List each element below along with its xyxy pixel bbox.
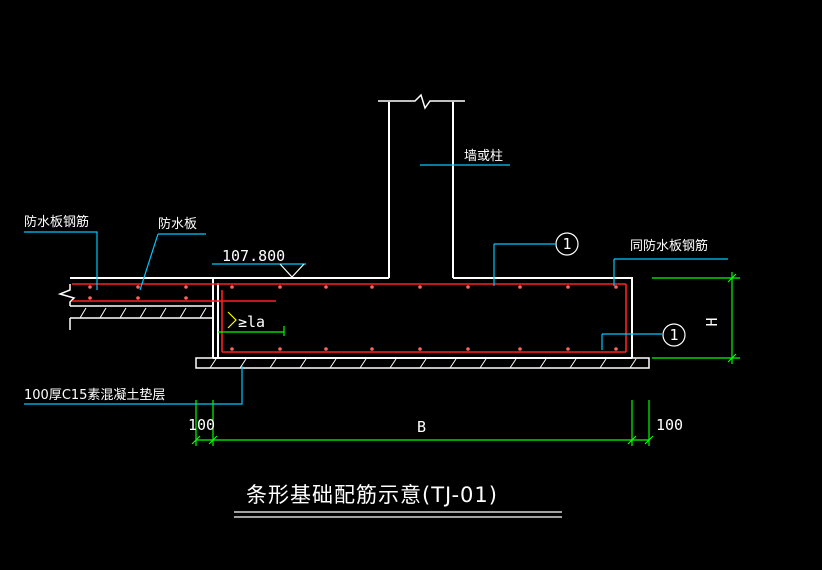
drawing-title: 条形基础配筋示意(TJ-01) xyxy=(246,483,498,507)
label-anchor-length: ≥la xyxy=(238,313,265,331)
anchor-dimension xyxy=(218,311,285,336)
bar-mark-top-number: 1 xyxy=(562,235,571,253)
bar-mark-bottom-number: 1 xyxy=(669,326,678,344)
column-outline xyxy=(378,93,465,278)
bar-mark-bottom-circle xyxy=(662,323,686,347)
label-same-as-slab-rebar: 同防水板钢筋 xyxy=(630,238,708,254)
horizontal-dimension xyxy=(191,400,654,446)
slab-cushion-hatch xyxy=(79,307,207,319)
title-underline xyxy=(234,511,562,518)
vertical-dimension xyxy=(652,272,740,364)
label-wall-column: 墙或柱 xyxy=(464,149,503,164)
elevation-marker xyxy=(212,263,306,278)
bar-mark-top-circle xyxy=(555,232,579,256)
label-waterproof-slab-rebar: 防水板钢筋 xyxy=(24,214,89,230)
dimension-left-offset: 100 xyxy=(188,416,215,434)
label-waterproof-slab: 防水板 xyxy=(158,216,197,232)
rebar-lines xyxy=(72,283,627,353)
dimension-width: B xyxy=(417,418,426,436)
dimension-right-offset: 100 xyxy=(656,416,683,434)
waterproof-slab xyxy=(57,284,213,330)
dimension-height: H xyxy=(703,317,721,326)
cushion-layer xyxy=(195,357,650,369)
label-cushion: 100厚C15素混凝土垫层 xyxy=(24,387,165,403)
bar-mark-circles xyxy=(555,232,686,347)
leader-lines xyxy=(24,164,728,405)
rebar-dots xyxy=(88,285,618,351)
cushion-hatch xyxy=(209,358,637,369)
label-elevation: 107.800 xyxy=(222,247,285,265)
